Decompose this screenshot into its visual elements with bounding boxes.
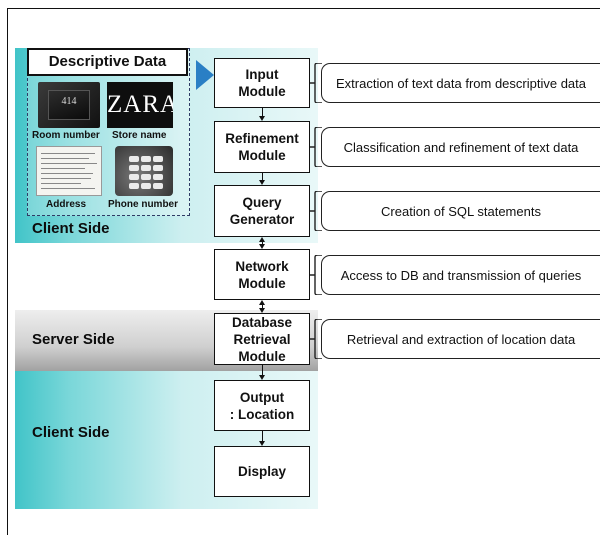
database-retrieval-module: Database Retrieval Module [214,313,310,365]
input-module-description: Extraction of text data from descriptive… [321,63,600,103]
phone-number-image [115,146,173,196]
connector-refinement-query [262,173,263,180]
arrow-down-icon [259,116,265,121]
arrow-down-icon [259,244,265,249]
display-module: Display [214,446,310,497]
room-plate: 414 [48,90,90,120]
client-side-label-bottom: Client Side [32,424,110,441]
arrow-up-icon [259,300,265,305]
connector-network-database [262,304,263,308]
arrow-down-icon [259,308,265,313]
address-caption: Address [46,199,87,210]
phone-number-caption: Phone number [108,199,179,210]
arrow-down-icon [259,441,265,446]
connector-database-output [262,365,263,375]
store-name-caption: Store name [112,130,167,141]
input-arrow-icon [196,60,214,90]
refinement-module-description: Classification and refinement of text da… [321,127,600,167]
arrow-down-icon [259,375,265,380]
connector-query-network [262,241,263,244]
network-module-description: Access to DB and transmission of queries [321,255,600,295]
arrow-up-icon [259,237,265,242]
database-retrieval-description: Retrieval and extraction of location dat… [321,319,600,359]
arrow-down-icon [259,180,265,185]
query-generator-description: Creation of SQL statements [321,191,600,231]
network-module: Network Module [214,249,310,300]
server-side-label: Server Side [32,331,115,348]
address-image [36,146,102,196]
room-number-caption: Room number [32,130,100,141]
diagram-frame [7,8,600,535]
client-side-label-top: Client Side [32,220,110,237]
connector-input-refinement [262,108,263,116]
refinement-module: Refinement Module [214,121,310,173]
query-generator: Query Generator [214,185,310,237]
output-location: Output : Location [214,380,310,431]
store-name-image: ZARA [107,82,173,128]
connector-output-display [262,431,263,441]
input-module: Input Module [214,58,310,108]
descriptive-data-title: Descriptive Data [27,48,188,76]
room-number-image: 414 [38,82,100,128]
